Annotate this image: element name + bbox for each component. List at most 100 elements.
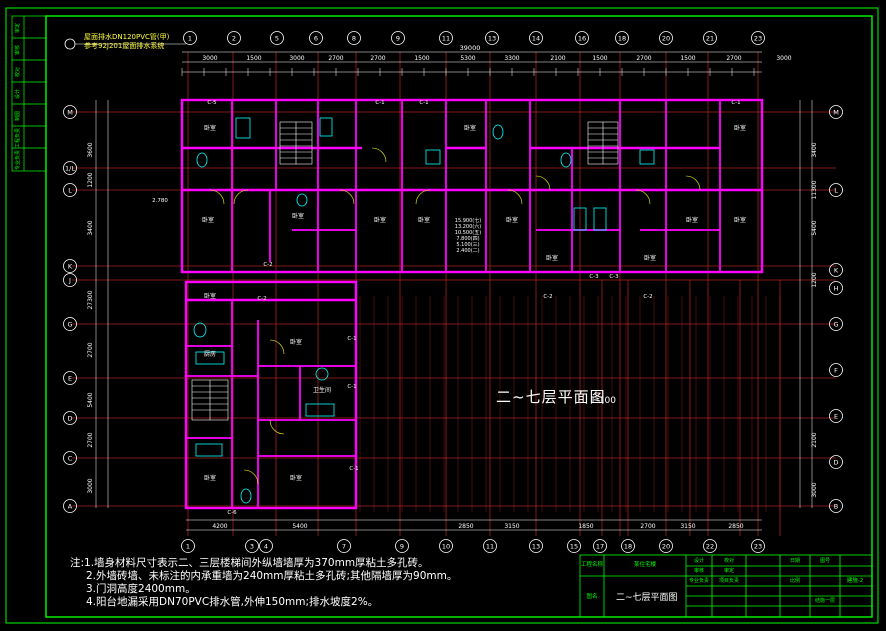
axis-bubble: A bbox=[63, 499, 77, 513]
note-1: 注:1.墙身材料尺寸表示二、三层楼梯间外纵墙墙厚为370mm厚粘土多孔砖。 bbox=[70, 557, 429, 569]
right-dimension: 3400 bbox=[811, 142, 818, 157]
axis-bubble-label: L bbox=[68, 187, 72, 195]
window-tag: C-2 bbox=[257, 296, 266, 302]
general-notes: 注:1.墙身材料尺寸表示二、三层楼梯间外纵墙墙厚为370mm厚粘土多孔砖。 2.… bbox=[70, 557, 457, 609]
bottom-dimension: 5400 bbox=[292, 523, 307, 530]
left-dimension: 3400 bbox=[87, 220, 94, 235]
window-tag: C-1 bbox=[731, 100, 740, 106]
approval-strip-label: 工程负责 bbox=[14, 128, 21, 148]
note-3: 3.门洞高度2400mm。 bbox=[86, 583, 196, 595]
left-dimension: 1200 bbox=[87, 172, 94, 187]
axis-bubble: 23 bbox=[751, 539, 765, 553]
axis-bubble-label: D bbox=[833, 459, 838, 467]
axis-bubble-label: 8 bbox=[352, 35, 356, 43]
axis-bubble-label: 10 bbox=[442, 543, 450, 551]
window-tag: C-1 bbox=[347, 336, 356, 342]
axis-bubble: 17 bbox=[593, 539, 607, 553]
axis-bubble: 11 bbox=[439, 31, 453, 45]
left-dimension: 2700 bbox=[87, 342, 94, 357]
window-tag: C-1 bbox=[375, 100, 384, 106]
axis-bubble: 1/L bbox=[63, 161, 77, 175]
axis-bubble-label: 21 bbox=[706, 35, 714, 43]
room-labels: 卧室卧室卧室卧室卧室卧室卧室卧室卧室卧室卧室卧室卧室卧室厨房卫生间卧室卧室 bbox=[202, 124, 746, 482]
window-tag: C-5 bbox=[207, 100, 217, 106]
axis-bubble-label: 14 bbox=[532, 35, 540, 43]
top-dimension: 3000 bbox=[202, 55, 217, 62]
stair-upper-left bbox=[279, 121, 313, 165]
axis-bubble-label: F bbox=[834, 367, 838, 375]
title-block-field: 比例 bbox=[790, 577, 800, 584]
axis-bubble-label: A bbox=[68, 503, 73, 511]
window-tag: C-2 bbox=[543, 294, 552, 300]
level-note: 10.500(五) bbox=[455, 230, 481, 236]
room-label: 卧室 bbox=[202, 216, 214, 224]
axis-bubble: D bbox=[63, 411, 77, 425]
top-dimension: 2700 bbox=[726, 55, 741, 62]
room-label: 卧室 bbox=[734, 124, 746, 132]
axis-bubble: B bbox=[829, 499, 843, 513]
title-block-field: 项目负责 bbox=[719, 577, 739, 584]
axis-bubble: H bbox=[829, 281, 843, 295]
title-block-field: 图号 bbox=[820, 558, 830, 564]
title-block-text: 工程名称某住宅楼图名设计校对审核审定专业负责项目负责日期图号比例结施一层建施-2 bbox=[581, 557, 863, 604]
axis-bubble-label: 13 bbox=[488, 35, 496, 43]
axis-bubble-label: M bbox=[833, 109, 839, 117]
axis-bubble-label: 17 bbox=[596, 543, 604, 551]
axis-bubble: 22 bbox=[703, 539, 717, 553]
axis-bubble: D bbox=[829, 455, 843, 469]
axis-bubble-label: J bbox=[68, 277, 71, 285]
axis-bubble: 7 bbox=[337, 539, 351, 553]
axis-bubble: 9 bbox=[391, 31, 405, 45]
axis-bubble-label: 20 bbox=[662, 543, 670, 551]
approval-strip-label: 设计 bbox=[14, 89, 21, 99]
axis-bubble-label: 9 bbox=[396, 35, 400, 43]
axis-bubble-label: 15 bbox=[570, 543, 578, 551]
axis-bubble: 23 bbox=[751, 31, 765, 45]
left-dimension: 3000 bbox=[87, 478, 94, 493]
stair-upper-right bbox=[587, 121, 619, 165]
axis-bubble-label: G bbox=[67, 321, 72, 329]
axis-bubble-label: 22 bbox=[706, 543, 714, 551]
window-tag: C-3 bbox=[589, 274, 599, 280]
window-tag: C-2 bbox=[263, 262, 272, 268]
title-block-field: 审核 bbox=[694, 567, 704, 574]
roof-drain-callout: 屋面排水DN120PVC管(甲) 参考92J201屋面排水系统 bbox=[84, 33, 169, 51]
note-4: 4.阳台地漏采用DN70PVC排水管,外伸150mm;排水坡度2%。 bbox=[86, 596, 379, 608]
left-dimension: 27300 bbox=[87, 290, 94, 309]
top-dimension: 2700 bbox=[370, 55, 385, 62]
window-tag: C-6 bbox=[227, 510, 237, 516]
axis-bubble-label: G bbox=[833, 321, 838, 329]
approval-strip-label: 审定 bbox=[14, 23, 21, 33]
axis-bubble-label: 1 bbox=[186, 543, 190, 551]
axis-bubble-label: L bbox=[834, 187, 838, 195]
title-block-field: 设计 bbox=[694, 557, 704, 564]
top-dimension: 1500 bbox=[592, 55, 607, 62]
title-block-field: 专业负责 bbox=[689, 577, 709, 584]
left-dimension: 2700 bbox=[87, 432, 94, 447]
top-dimension: 3000 bbox=[289, 55, 304, 62]
axis-bubble: 18 bbox=[621, 539, 635, 553]
title-block-cell: 某住宅楼 bbox=[634, 560, 657, 568]
axis-bubble-label: 20 bbox=[662, 35, 670, 43]
drawing-number: 建施-2 bbox=[847, 576, 863, 584]
axis-bubble-label: D bbox=[67, 415, 72, 423]
axis-bubble: 13 bbox=[529, 539, 543, 553]
axis-bubble-label: 1 bbox=[188, 35, 192, 43]
room-label: 卧室 bbox=[464, 124, 476, 132]
axis-bubble-label: 18 bbox=[624, 543, 632, 551]
axis-bubble-label: 11 bbox=[486, 543, 494, 551]
axis-bubble-label: K bbox=[834, 267, 839, 275]
top-dimension: 3300 bbox=[504, 55, 519, 62]
axis-bubble: 4 bbox=[259, 539, 273, 553]
axis-bubble: G bbox=[829, 317, 843, 331]
right-dimension: 1200 bbox=[811, 272, 818, 287]
title-block-field: 结施一层 bbox=[815, 597, 835, 604]
axis-bubble: 6 bbox=[309, 31, 323, 45]
axis-bubble-label: 9 bbox=[400, 543, 404, 551]
bottom-dimension: 3150 bbox=[680, 523, 695, 530]
right-dimension: 11300 bbox=[811, 180, 818, 199]
axis-bubble: 13 bbox=[485, 31, 499, 45]
axis-bubble: 21 bbox=[703, 31, 717, 45]
